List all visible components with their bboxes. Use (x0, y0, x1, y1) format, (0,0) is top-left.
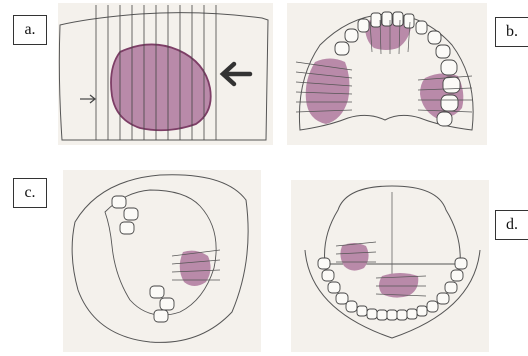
panel-d-lesion-left (340, 243, 368, 271)
panel-c-drawing (63, 170, 261, 352)
panel-b-drawing (287, 3, 487, 145)
panel-a-drawing (58, 3, 273, 145)
panel-d-drawing (291, 180, 489, 352)
panel-c-background (63, 170, 261, 352)
panel-c-lesion (180, 251, 211, 286)
